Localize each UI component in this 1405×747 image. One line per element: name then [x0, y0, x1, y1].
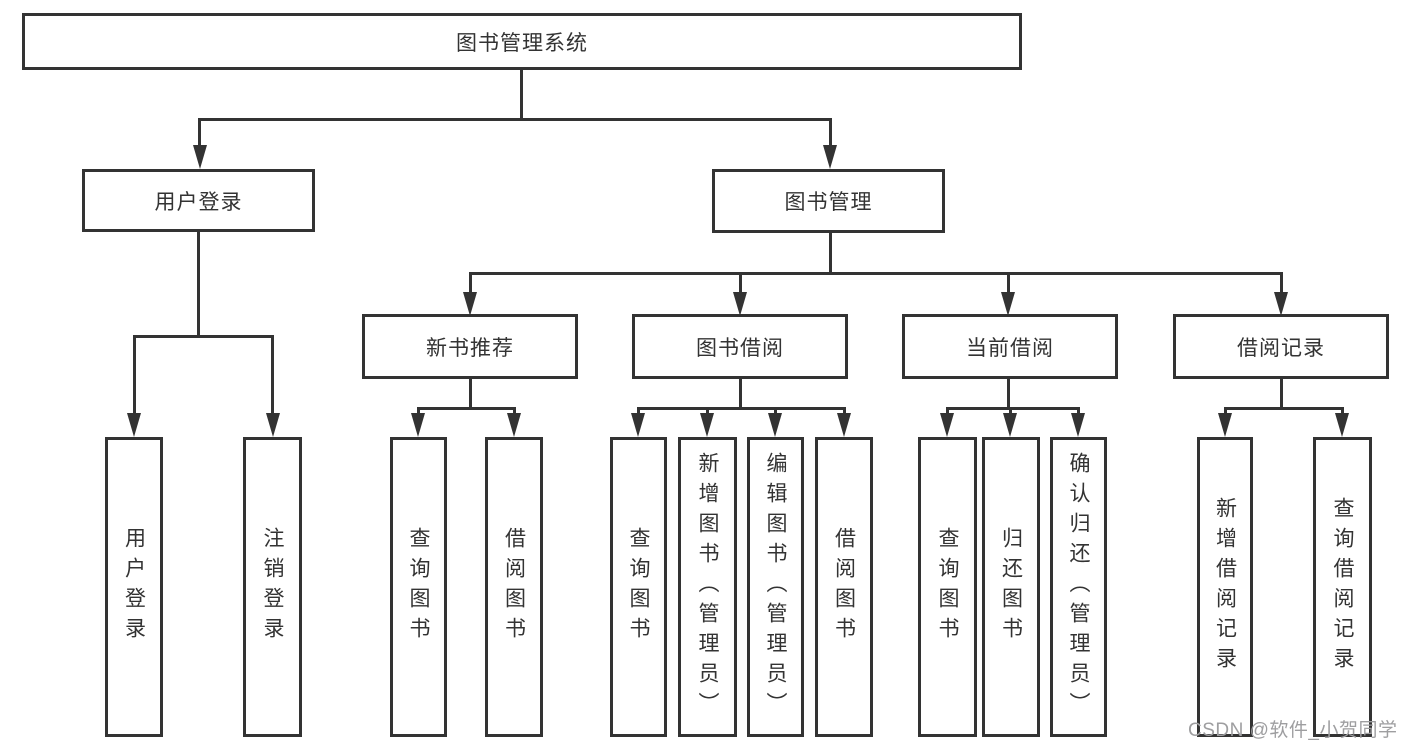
arrowhead-down-icon — [463, 292, 477, 316]
connector-line — [416, 407, 516, 410]
connector-line — [1006, 272, 1010, 294]
connector-line — [1279, 379, 1283, 409]
leaf-newbook-query: 查询图书 — [390, 437, 447, 737]
leaf-borrow-borrow: 借阅图书 — [815, 437, 873, 737]
connector-line — [842, 407, 846, 417]
arrowhead-down-icon — [837, 413, 851, 437]
connector-line — [773, 407, 777, 417]
leaf-current-query: 查询图书 — [918, 437, 977, 737]
connector-line — [198, 118, 201, 148]
arrowhead-down-icon — [733, 292, 747, 316]
node-user-login-label: 用户登录 — [154, 190, 243, 214]
arrowhead-down-icon — [1071, 413, 1085, 437]
connector-line — [1340, 407, 1344, 417]
arrowhead-down-icon — [507, 413, 521, 437]
leaf-current-return-label: 归还图书 — [999, 527, 1023, 647]
arrowhead-down-icon — [1274, 292, 1288, 316]
connector-line — [132, 335, 136, 417]
arrowhead-down-icon — [1003, 413, 1017, 437]
node-current-borrow: 当前借阅 — [902, 314, 1118, 379]
arrowhead-down-icon — [700, 413, 714, 437]
node-borrow-record: 借阅记录 — [1173, 314, 1389, 379]
arrowhead-down-icon — [1335, 413, 1349, 437]
leaf-borrow-query-label: 查询图书 — [627, 527, 650, 647]
arrowhead-down-icon — [823, 145, 837, 169]
leaf-record-add-label: 新增借阅记录 — [1213, 497, 1237, 677]
arrowhead-down-icon — [1218, 413, 1232, 437]
leaf-record-query-label: 查询借阅记录 — [1331, 497, 1354, 677]
connector-line — [636, 407, 640, 417]
node-book-borrow: 图书借阅 — [632, 314, 848, 379]
connector-line — [738, 272, 742, 294]
node-user-login: 用户登录 — [82, 169, 315, 232]
leaf-current-confirm-admin-label: 确认归还（管理员） — [1067, 452, 1090, 722]
node-root-label: 图书管理系统 — [456, 31, 588, 55]
node-borrow-record-label: 借阅记录 — [1237, 336, 1325, 360]
node-new-book-recommend-label: 新书推荐 — [426, 336, 514, 360]
connector-line — [132, 335, 274, 338]
connector-line — [197, 232, 200, 338]
node-root: 图书管理系统 — [22, 13, 1022, 70]
arrowhead-down-icon — [1001, 292, 1015, 316]
arrowhead-down-icon — [127, 413, 141, 437]
connector-line — [1223, 407, 1344, 410]
connector-line — [705, 407, 709, 417]
node-new-book-recommend: 新书推荐 — [362, 314, 578, 379]
connector-line — [271, 335, 274, 417]
arrowhead-down-icon — [192, 145, 207, 169]
arrowhead-down-icon — [768, 413, 782, 437]
node-current-borrow-label: 当前借阅 — [966, 336, 1054, 360]
connector-line — [416, 407, 420, 417]
node-book-management-label: 图书管理 — [784, 191, 873, 214]
connector-line — [468, 379, 472, 410]
connector-line — [1006, 379, 1010, 409]
arrowhead-down-icon — [265, 413, 280, 437]
leaf-borrow-borrow-label: 借阅图书 — [832, 527, 856, 647]
connector-line — [738, 379, 742, 409]
leaf-current-confirm-admin: 确认归还（管理员） — [1050, 437, 1107, 737]
arrowhead-down-icon — [940, 413, 954, 437]
connector-line — [945, 407, 1080, 410]
arrowhead-down-icon — [631, 413, 645, 437]
connector-line — [945, 407, 949, 417]
connector-line — [828, 233, 832, 275]
connector-line — [512, 407, 516, 417]
connector-line — [198, 118, 832, 121]
connector-line — [468, 272, 1283, 275]
connector-line — [1076, 407, 1080, 417]
leaf-user-login: 用户登录 — [105, 437, 163, 737]
leaf-newbook-borrow-label: 借阅图书 — [502, 527, 526, 647]
leaf-borrow-edit-admin: 编辑图书（管理员） — [747, 437, 804, 737]
leaf-logout: 注销登录 — [243, 437, 302, 737]
leaf-current-return: 归还图书 — [982, 437, 1040, 737]
connector-line — [1223, 407, 1227, 417]
leaf-newbook-borrow: 借阅图书 — [485, 437, 543, 737]
leaf-borrow-edit-admin-label: 编辑图书（管理员） — [764, 452, 787, 722]
node-book-management: 图书管理 — [712, 169, 945, 233]
connector-line — [636, 407, 846, 410]
arrowhead-down-icon — [411, 413, 425, 437]
leaf-borrow-add-admin-label: 新增图书（管理员） — [696, 452, 719, 722]
leaf-borrow-query: 查询图书 — [610, 437, 667, 737]
leaf-record-add: 新增借阅记录 — [1197, 437, 1253, 737]
connector-line — [1279, 272, 1283, 294]
leaf-current-query-label: 查询图书 — [936, 527, 959, 647]
node-book-borrow-label: 图书借阅 — [696, 336, 784, 360]
connector-line — [520, 70, 523, 121]
watermark: CSDN @软件_小贺同学 — [1188, 720, 1398, 741]
leaf-borrow-add-admin: 新增图书（管理员） — [678, 437, 737, 737]
connector-line — [828, 118, 832, 148]
leaf-newbook-query-label: 查询图书 — [407, 527, 430, 647]
leaf-logout-label: 注销登录 — [261, 527, 284, 647]
leaf-record-query: 查询借阅记录 — [1313, 437, 1372, 737]
leaf-user-login-label: 用户登录 — [122, 527, 146, 647]
connector-line — [468, 272, 472, 294]
connector-line — [1008, 407, 1012, 417]
